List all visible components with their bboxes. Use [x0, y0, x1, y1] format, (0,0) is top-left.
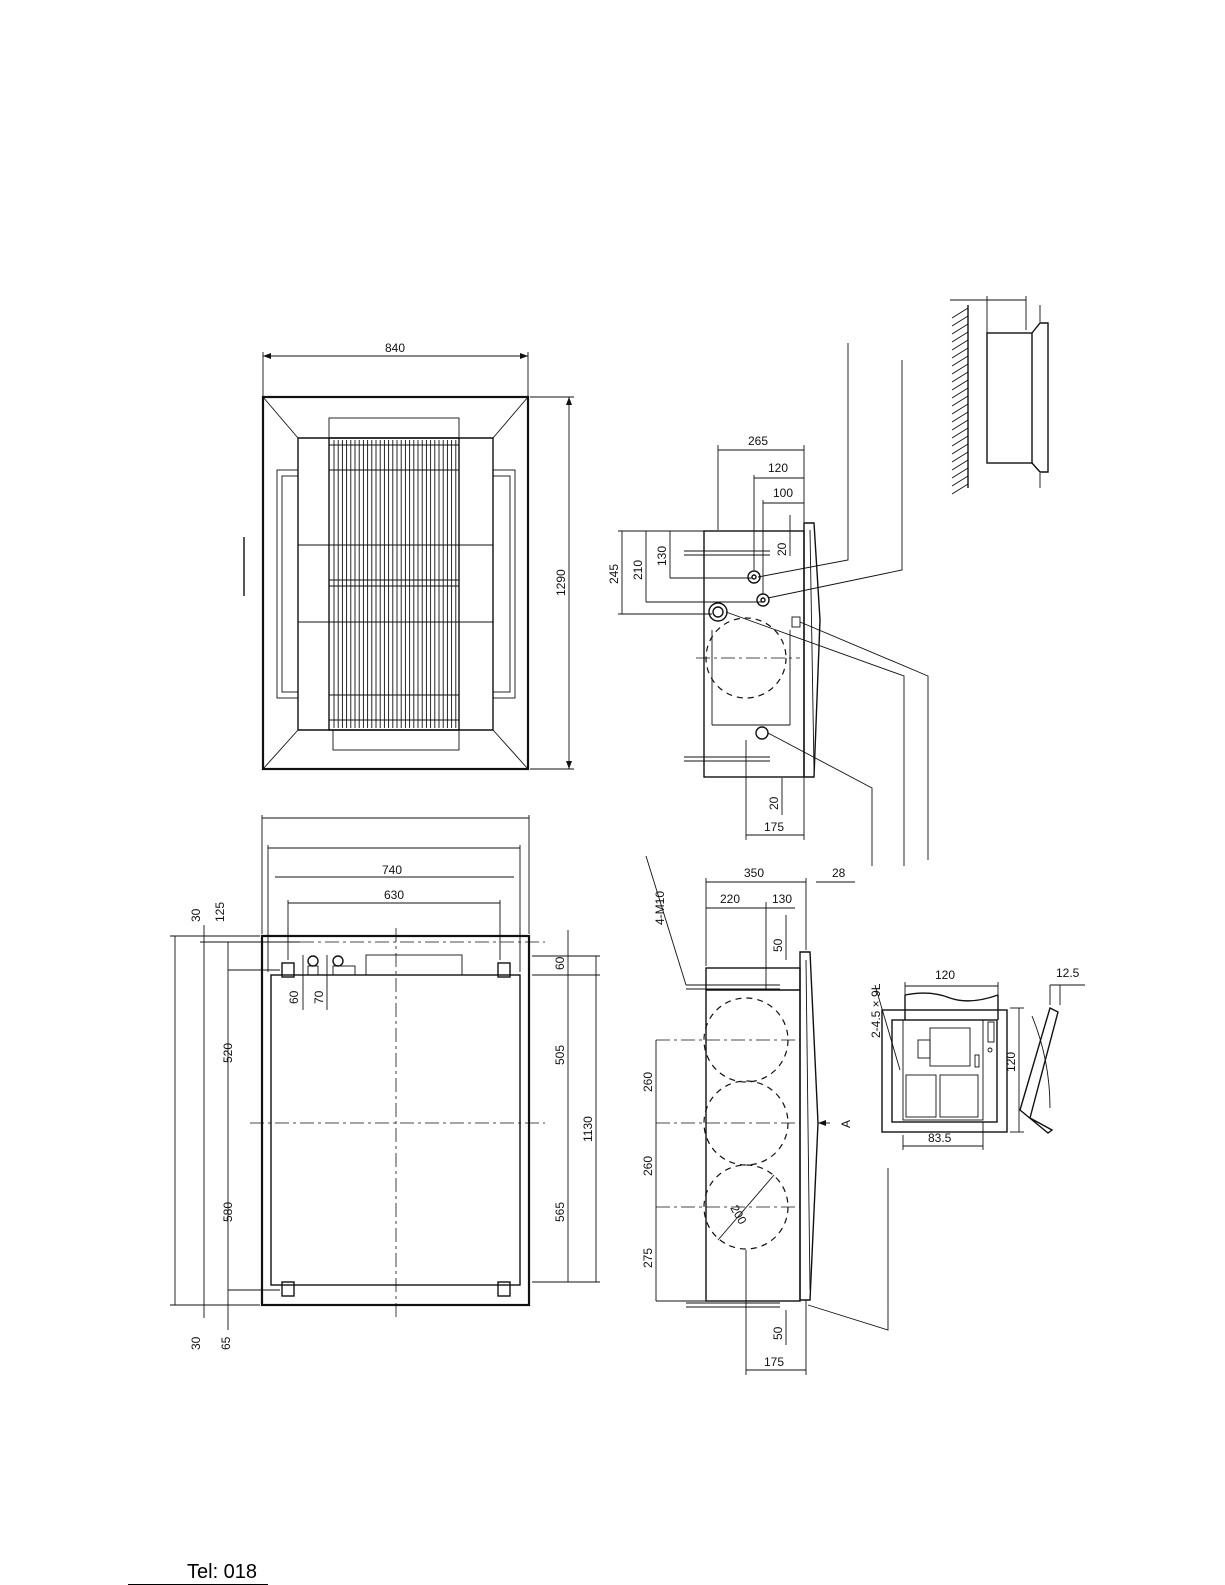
side-view-upper: 265 120 100 20 245 210 130 175 20	[607, 343, 928, 866]
dim-175-upper: 175	[764, 820, 784, 834]
dim-30-a: 30	[189, 908, 203, 922]
wall-section	[950, 296, 1048, 494]
dim-1130: 1130	[581, 1116, 595, 1142]
dim-260-a: 260	[641, 1072, 655, 1092]
dim-130-lower: 130	[772, 892, 792, 906]
dim-840: 840	[385, 341, 405, 355]
side-view-lower: 200 4-M10 350 28 220 130 50 260 260 275 …	[641, 856, 888, 1375]
dim-740: 740	[382, 863, 402, 877]
dim-630: 630	[384, 888, 404, 902]
dim-20-b: 20	[767, 796, 781, 810]
dim-60-b: 60	[553, 956, 567, 970]
dim-100: 100	[773, 486, 793, 500]
dim-1290: 1290	[554, 569, 568, 596]
dim-60-a: 60	[287, 990, 301, 1004]
footer-tel: Tel: 018	[187, 1561, 257, 1584]
dim-200: 200	[727, 1203, 749, 1228]
dim-125: 125	[213, 902, 227, 922]
dim-210: 210	[631, 560, 645, 580]
dim-265: 265	[748, 434, 768, 448]
hole-spec: 2-4.5 × 9L	[869, 983, 883, 1038]
top-view-bevel	[298, 438, 493, 730]
dim-520: 520	[221, 1043, 235, 1063]
view-arrow-a: A	[839, 1120, 853, 1128]
dim-175-lower: 175	[764, 1355, 784, 1369]
plan-view: 740 630 30 125 520 580 30 65 60 70 60 50…	[170, 815, 600, 1350]
dim-65: 65	[219, 1336, 233, 1350]
dim-245: 245	[607, 564, 621, 584]
dim-505: 505	[553, 1045, 567, 1065]
dim-12-5: 12.5	[1056, 966, 1080, 980]
dim-130: 130	[655, 546, 669, 566]
dim-350: 350	[744, 866, 764, 880]
top-view-outline	[263, 397, 528, 769]
grille	[329, 438, 459, 730]
dim-260-b: 260	[641, 1156, 655, 1176]
dim-565: 565	[553, 1202, 567, 1222]
dim-50-b: 50	[771, 1326, 785, 1340]
dim-580: 580	[221, 1202, 235, 1222]
detail-view: 2-4.5 × 9L 120 12.5 120 83.5	[869, 966, 1085, 1150]
dim-28: 28	[832, 866, 846, 880]
top-view: 840 1290	[244, 341, 574, 769]
dim-70: 70	[312, 990, 326, 1004]
dim-30-b: 30	[189, 1336, 203, 1350]
dim-120-detail-h: 120	[1004, 1052, 1018, 1072]
dim-275: 275	[641, 1248, 655, 1268]
dim-220: 220	[720, 892, 740, 906]
bolt-spec: 4-M10	[653, 891, 667, 925]
dim-20-a: 20	[775, 542, 789, 556]
dim-50-a: 50	[771, 938, 785, 952]
dim-120: 120	[768, 461, 788, 475]
dim-83-5: 83.5	[928, 1131, 952, 1145]
dim-120-detail-w: 120	[935, 968, 955, 982]
